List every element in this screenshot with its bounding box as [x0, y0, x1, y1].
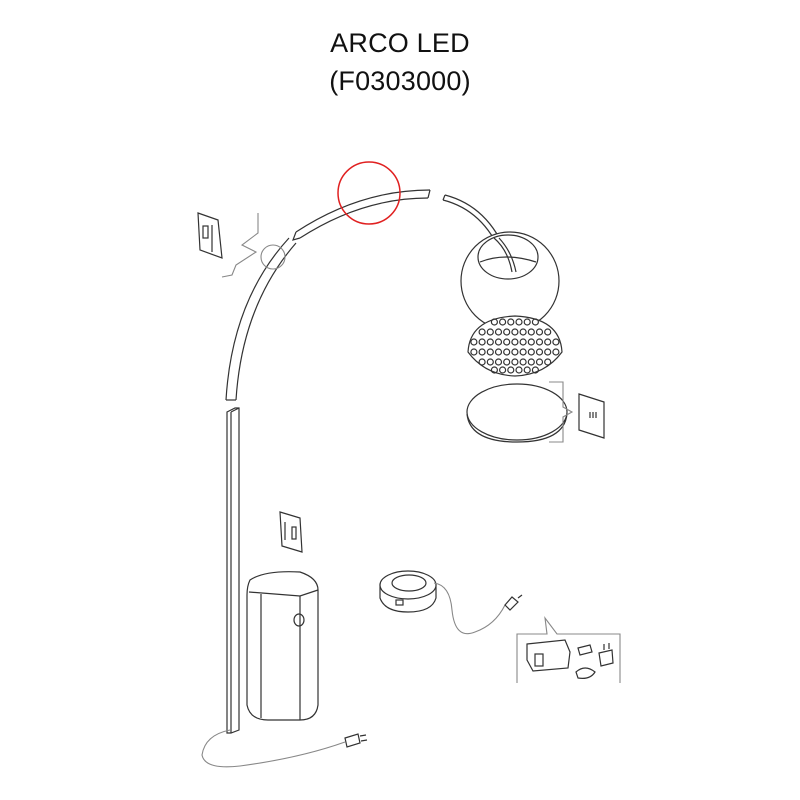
base-assembly-icon	[279, 511, 303, 553]
perforation-hole	[478, 348, 486, 356]
disc-callout-bracket	[549, 381, 574, 443]
vertical-pole	[226, 407, 240, 734]
disc-assembly-icon	[578, 393, 605, 439]
perforation-hole	[490, 366, 498, 374]
upper-arc-segment	[292, 189, 431, 241]
perforation-hole	[511, 328, 519, 336]
perforation-hole	[527, 338, 535, 346]
base-weight	[246, 571, 319, 721]
perforation-hole	[519, 348, 527, 356]
lower-arc-segment	[225, 237, 297, 401]
perforation-hole	[535, 338, 544, 346]
perforation-hole	[478, 328, 486, 336]
joint-callout-bracket	[221, 213, 259, 278]
perforation-hole	[523, 366, 531, 374]
perforation-hole	[531, 366, 540, 374]
perforation-hole	[515, 366, 523, 374]
perforation-hole	[494, 348, 503, 356]
perforation-hole	[527, 358, 535, 366]
perforation-hole	[511, 338, 519, 346]
lamp-shade	[460, 231, 560, 331]
perforation-hole	[490, 318, 498, 326]
power-cord	[201, 729, 368, 768]
perforation-hole	[478, 338, 486, 346]
perforation-hole	[531, 318, 540, 326]
perforation-hole	[478, 358, 486, 366]
highlight-circle	[337, 161, 401, 225]
perforation-hole	[470, 338, 478, 346]
joint-assembly-icon	[197, 212, 223, 259]
perforation-hole	[552, 338, 560, 346]
perforation-hole	[523, 318, 531, 326]
perforation-hole	[519, 338, 527, 346]
perforation-hole	[527, 328, 535, 336]
perforation-hole	[511, 358, 519, 366]
perforation-hole	[535, 328, 544, 336]
perforation-hole	[503, 348, 511, 356]
perforation-hole	[503, 358, 511, 366]
perforation-hole	[535, 358, 544, 366]
perforation-hole	[511, 348, 519, 356]
perforation-hole	[499, 366, 507, 374]
perforation-hole	[494, 328, 503, 336]
perforation-hole	[544, 358, 552, 366]
perforation-hole	[519, 328, 527, 336]
perforation-hole	[470, 348, 478, 356]
diffuser-disc	[466, 383, 568, 443]
perforation-hole	[486, 348, 494, 356]
perforation-hole	[494, 338, 503, 346]
perforation-hole	[499, 318, 507, 326]
perforation-hole	[527, 348, 535, 356]
power-adapter-inset	[516, 616, 621, 683]
perforation-hole	[544, 338, 552, 346]
perforation-hole	[535, 348, 544, 356]
perforation-hole	[552, 348, 560, 356]
product-code: (F0303000)	[329, 66, 471, 96]
perforation-hole	[486, 328, 494, 336]
perforation-hole	[503, 338, 511, 346]
perforation-hole	[519, 358, 527, 366]
perforation-hole	[503, 328, 511, 336]
perforation-hole	[494, 358, 503, 366]
perforation-hole	[515, 318, 523, 326]
product-title: ARCO LED	[330, 28, 470, 58]
perforation-hole	[544, 348, 552, 356]
perforation-hole	[544, 328, 552, 336]
joint-detail-circle	[260, 244, 286, 270]
perforation-hole	[507, 366, 515, 374]
perforated-diffuser	[467, 315, 563, 377]
perforation-hole	[486, 338, 494, 346]
perforation-hole	[486, 358, 494, 366]
perforation-hole	[507, 318, 515, 326]
foot-dimmer	[379, 570, 523, 635]
